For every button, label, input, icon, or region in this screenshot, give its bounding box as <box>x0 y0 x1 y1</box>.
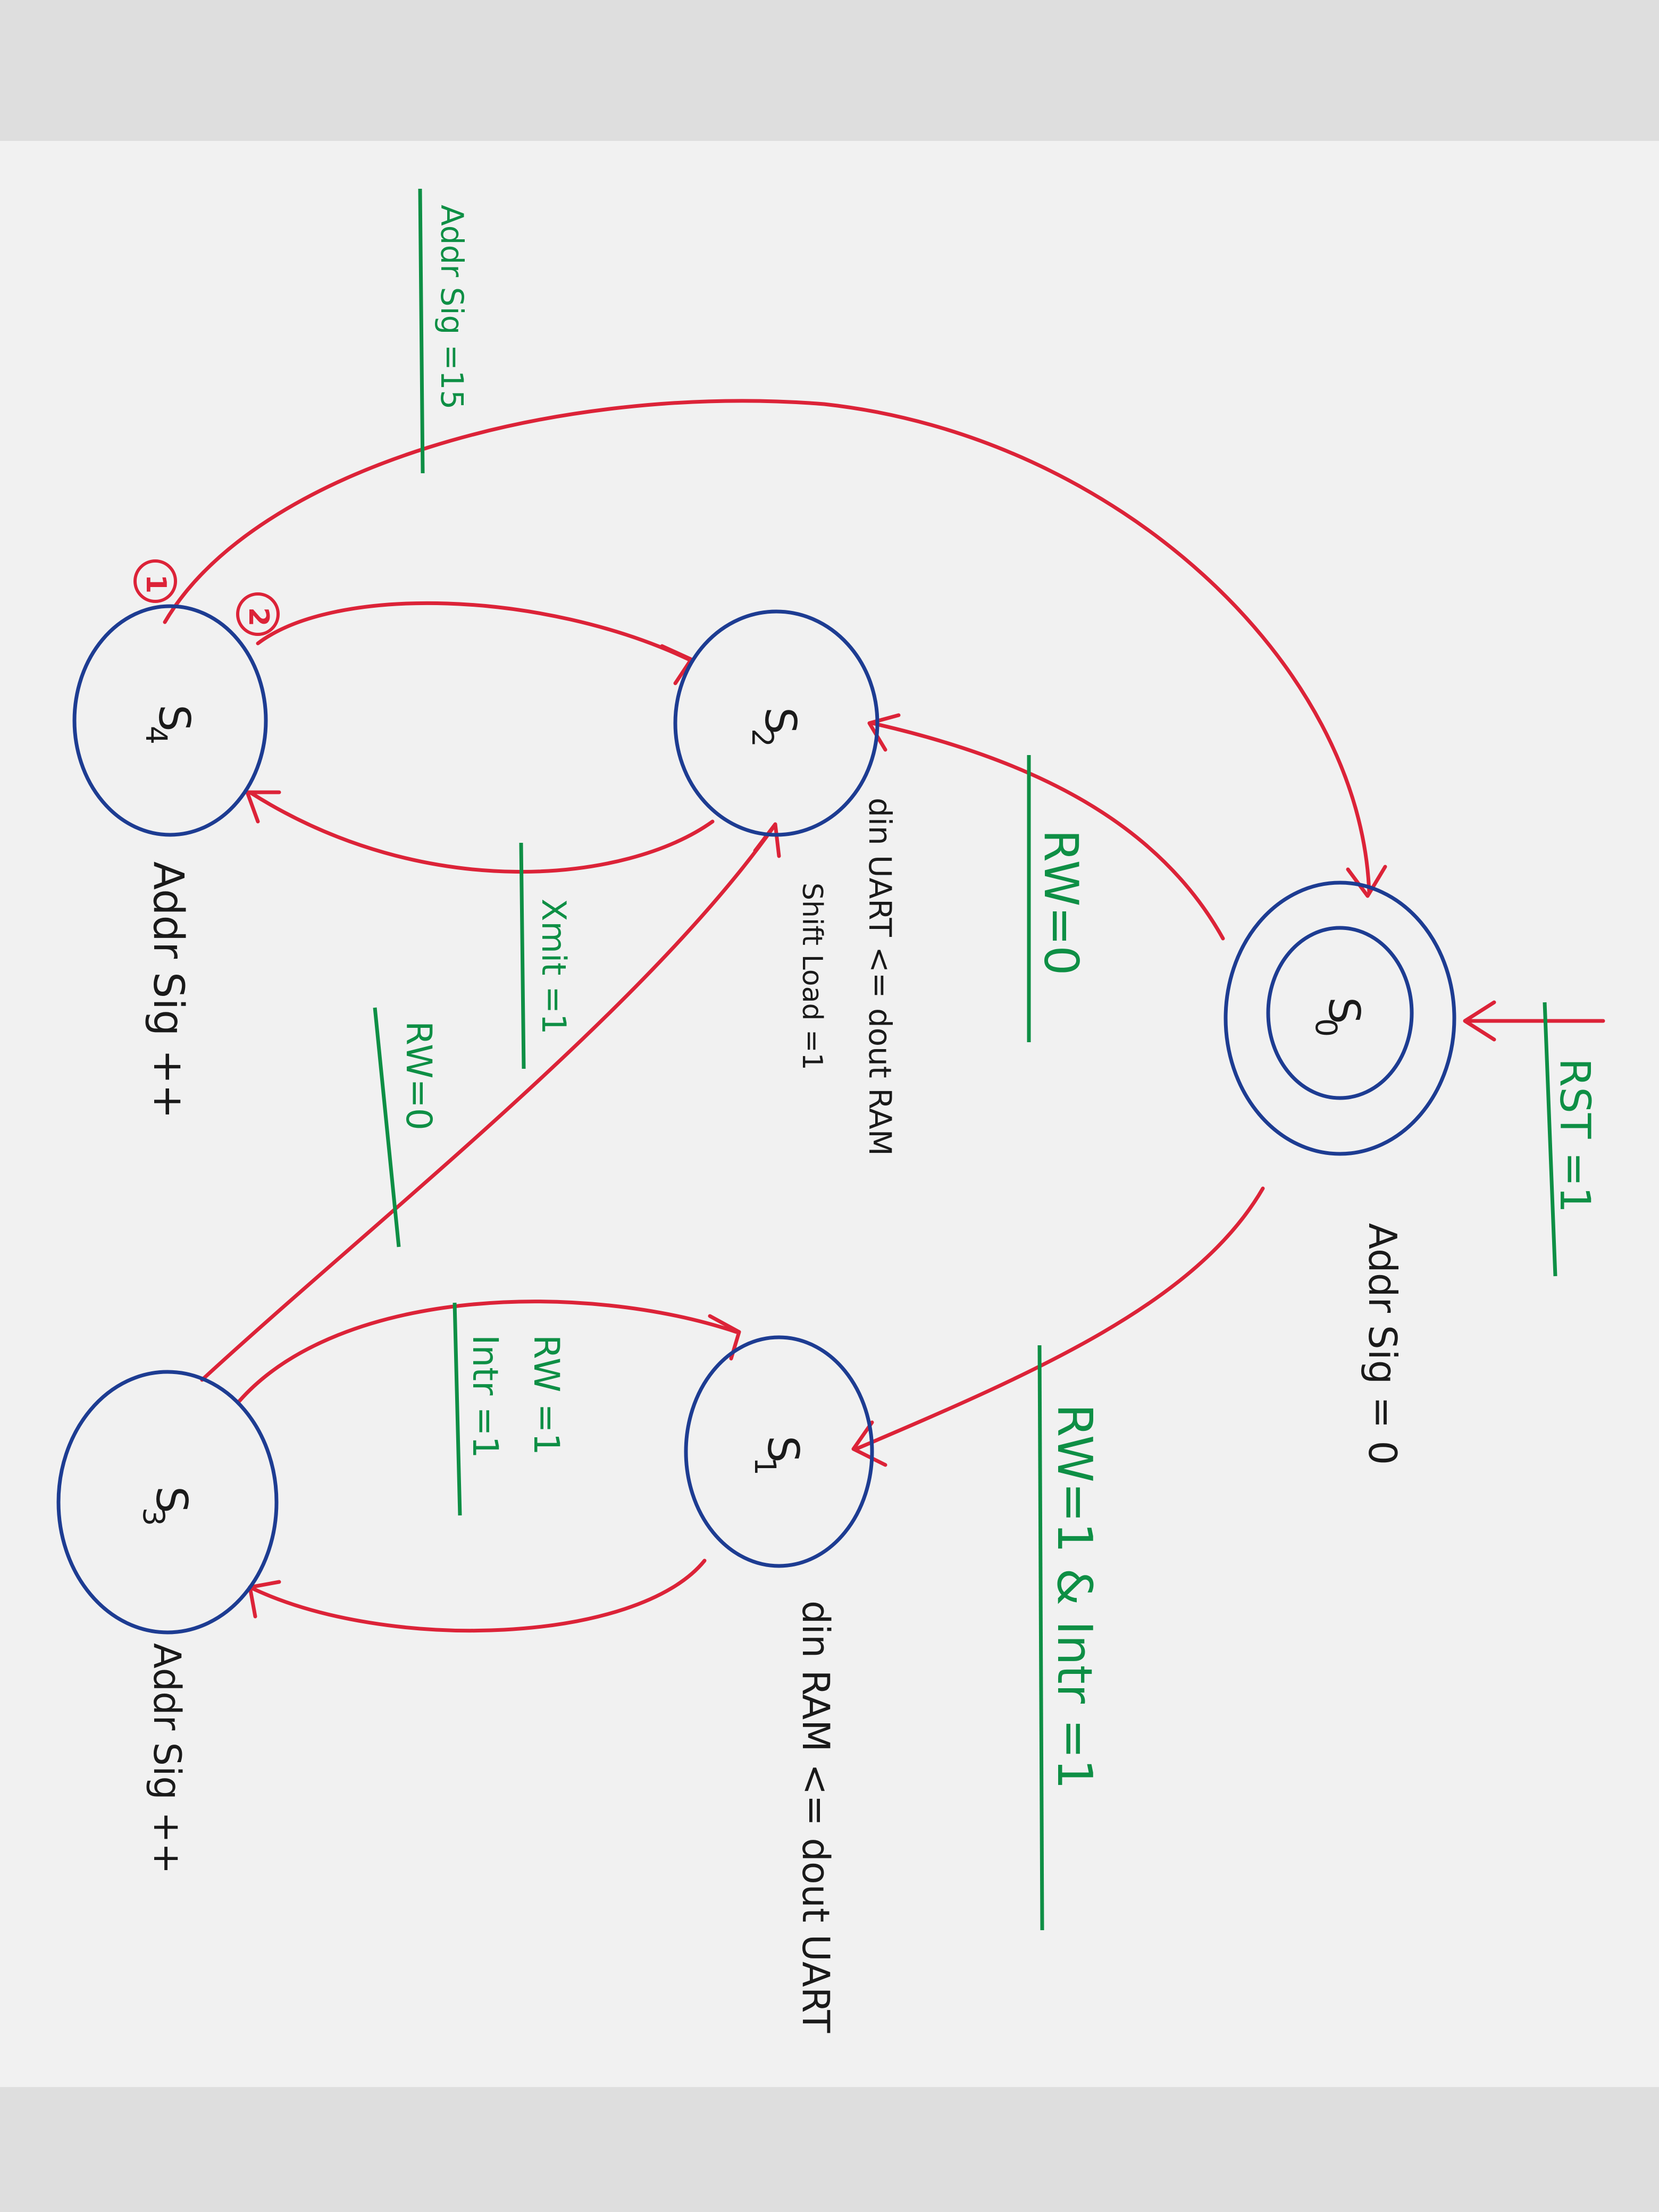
action-s3: Addr Sig ++ <box>145 1643 189 1874</box>
action-s1: din RAM <= dout UART <box>794 1601 837 2033</box>
state-s1 <box>684 1335 874 1568</box>
condition-s3-s2: RW=0 <box>398 1021 439 1130</box>
svg-text:1: 1 <box>140 574 172 593</box>
transition-s2-to-s4 <box>245 790 715 874</box>
state-s3-index: 3 <box>137 1507 171 1526</box>
paper-sheet <box>0 141 1659 2087</box>
state-s4-index: 4 <box>139 726 173 744</box>
transition-s3-to-s2 <box>200 822 781 1382</box>
state-s3 <box>56 1370 279 1635</box>
state-s0-letter: S <box>1319 997 1369 1024</box>
transition-s4-to-s2 <box>256 601 693 685</box>
condition-bar-s3-s2 <box>373 1007 401 1247</box>
state-s2 <box>673 609 879 837</box>
transition-s4-to-s0 <box>163 399 1387 898</box>
condition-bar-s3-s1 <box>453 1302 462 1516</box>
condition-bar-s4-s0 <box>418 188 425 474</box>
condition-s0-s1: RW=1 & Intr =1 <box>1046 1404 1102 1789</box>
condition-bar-s0-s1 <box>1037 1345 1044 1931</box>
condition-s3-s1-line2: Intr =1 <box>465 1335 506 1459</box>
state-s3-letter: S <box>147 1486 196 1513</box>
action-s2-line1: din UART <= dout RAM <box>862 798 898 1156</box>
condition-bar-s2-s4 <box>519 842 526 1069</box>
transition-s0-to-s1 <box>851 1186 1265 1467</box>
priority-badge-2: 2 <box>236 592 280 636</box>
state-s4 <box>72 604 268 837</box>
state-s1-index: 1 <box>748 1457 782 1476</box>
state-s3-label: S 3 <box>137 1486 196 1526</box>
state-s1-label: S 1 <box>748 1436 808 1476</box>
svg-text:2: 2 <box>242 607 274 626</box>
state-s0 <box>1224 881 1456 1156</box>
state-s2-label: S 2 <box>745 707 805 747</box>
state-s4-label: S 4 <box>139 705 199 744</box>
condition-reset: RST =1 <box>1551 1058 1598 1213</box>
action-s4: Addr Sig ++ <box>144 861 192 1119</box>
transition-s0-to-s2 <box>867 713 1225 941</box>
action-s0: Addr Sig = 0 <box>1360 1223 1405 1465</box>
condition-s2-s4: Xmit =1 <box>534 899 573 1035</box>
transition-reset-to-s0 <box>1463 1000 1605 1042</box>
state-s1-letter: S <box>758 1436 808 1463</box>
action-s2-line2: Shift Load =1 <box>796 883 828 1070</box>
priority-badge-1: 1 <box>133 559 177 603</box>
state-s4-letter: S <box>149 705 199 732</box>
state-s0-index: 0 <box>1309 1018 1343 1037</box>
state-s2-letter: S <box>756 707 805 734</box>
transition-s1-to-s3 <box>248 1559 707 1633</box>
condition-s0-s2: RW=0 <box>1034 830 1088 975</box>
condition-s4-s0: Addr Sig =15 <box>434 205 470 409</box>
condition-bar-reset <box>1543 1002 1557 1277</box>
state-s0-label: S 0 <box>1309 997 1369 1037</box>
condition-s3-s1-line1: RW =1 <box>526 1335 567 1455</box>
state-s2-index: 2 <box>745 728 780 747</box>
